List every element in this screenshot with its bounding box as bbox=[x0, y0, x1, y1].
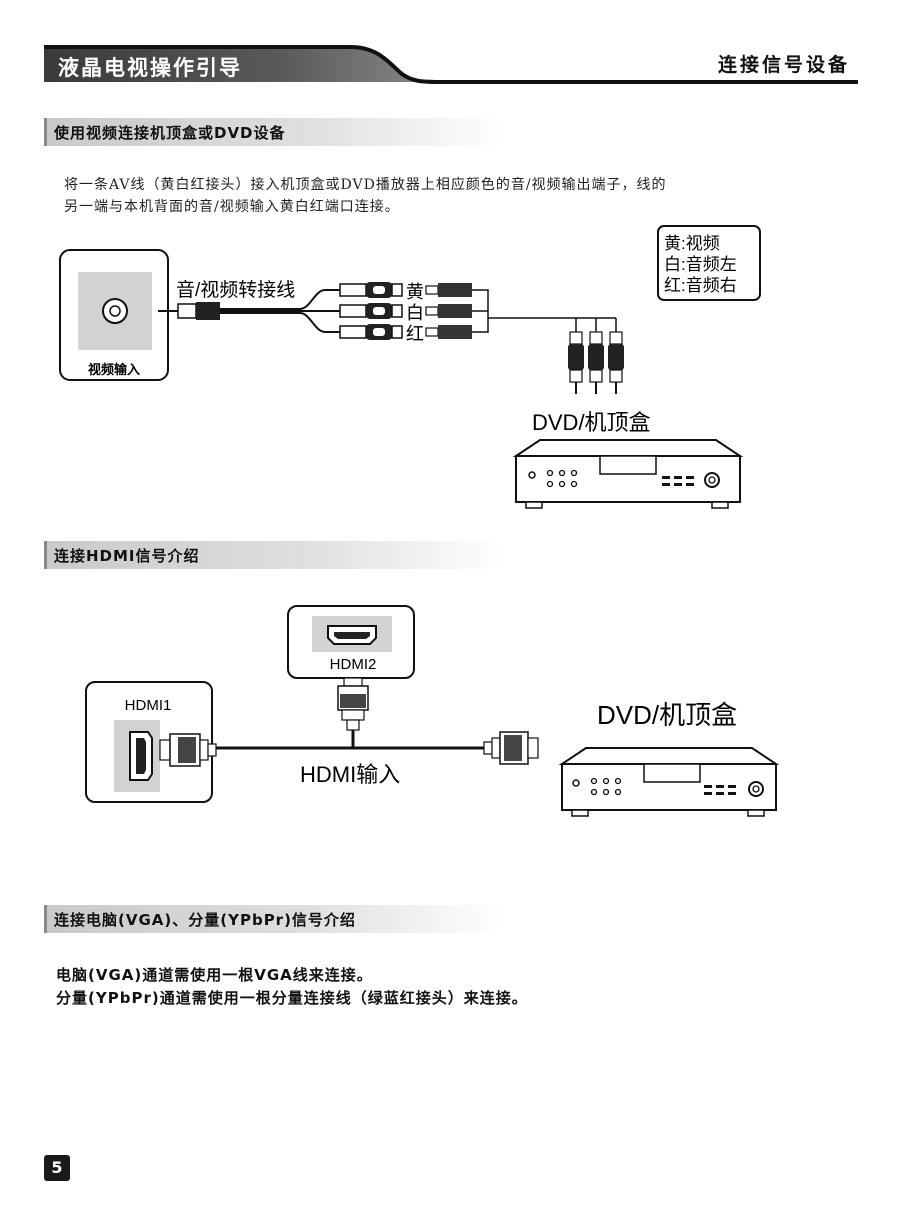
dvd-label-hdmi: DVD/机顶盒 bbox=[597, 700, 737, 730]
color-legend-box bbox=[657, 225, 761, 301]
vga-instruction-line: 电脑(VGA)通道需使用一根VGA线来连接。 bbox=[56, 966, 373, 984]
section-heading-hdmi: 连接HDMI信号介绍 bbox=[44, 541, 504, 569]
hdmi-device-plug bbox=[483, 731, 539, 765]
legend-line-3: 红:音频右 bbox=[664, 276, 737, 295]
section-heading-text: 使用视频连接机顶盒或DVD设备 bbox=[54, 124, 286, 142]
header-title: 液晶电视操作引导 bbox=[58, 56, 242, 80]
rca-plug-red bbox=[339, 324, 403, 340]
dvd-player-icon-hdmi bbox=[558, 747, 780, 817]
ypbpr-instruction-line: 分量(YPbPr)通道需使用一根分量连接线（绿蓝红接头）来连接。 bbox=[56, 989, 528, 1007]
section-heading-text: 连接HDMI信号介绍 bbox=[54, 547, 200, 565]
hdmi-input-label: HDMI输入 bbox=[300, 762, 400, 787]
av-instruction-line-2: 另一端与本机背面的音/视频输入黄白红端口连接。 bbox=[64, 199, 400, 215]
av-connection-diagram: 视频输入 音/视频转接线 黄 白 红 bbox=[59, 225, 761, 509]
hdmi-connection-diagram: HDMI2 HDMI1 HDMI输入 DVD/机顶盒 bbox=[85, 605, 780, 817]
rca-vertical-plugs bbox=[568, 331, 624, 394]
av-instruction-line-1: 将一条AV线（黄白红接头）接入机顶盒或DVD播放器上相应颜色的音/视频输出端子，… bbox=[64, 177, 667, 193]
section-heading-text: 连接电脑(VGA)、分量(YPbPr)信号介绍 bbox=[54, 911, 356, 929]
section-heading-av: 使用视频连接机顶盒或DVD设备 bbox=[44, 118, 504, 146]
hdmi2-label: HDMI2 bbox=[330, 656, 377, 673]
rca-plug-yellow bbox=[339, 282, 403, 298]
hdmi2-plug bbox=[337, 677, 369, 731]
header-banner bbox=[44, 45, 858, 84]
tv-port-label: 视频输入 bbox=[88, 362, 140, 377]
hdmi1-plug bbox=[159, 733, 217, 767]
rca-plug-white bbox=[339, 303, 403, 319]
dvd-player-icon bbox=[512, 439, 744, 509]
dvd-label: DVD/机顶盒 bbox=[532, 410, 651, 435]
plug-yellow-label: 黄 bbox=[406, 282, 424, 302]
rca-receptacles bbox=[425, 283, 472, 339]
plug-white-label: 白 bbox=[406, 303, 424, 323]
av-input-jack bbox=[102, 298, 128, 324]
legend-line-1: 黄:视频 bbox=[664, 234, 720, 253]
legend-line-2: 白:音频左 bbox=[664, 255, 737, 274]
page-number: 5 bbox=[44, 1155, 70, 1181]
cable-label: 音/视频转接线 bbox=[176, 279, 295, 301]
plug-red-label: 红 bbox=[406, 324, 424, 344]
header-section-title: 连接信号设备 bbox=[717, 54, 850, 76]
section-heading-vga: 连接电脑(VGA)、分量(YPbPr)信号介绍 bbox=[44, 905, 504, 933]
mini-plug bbox=[177, 303, 197, 319]
hdmi1-label: HDMI1 bbox=[125, 697, 172, 714]
